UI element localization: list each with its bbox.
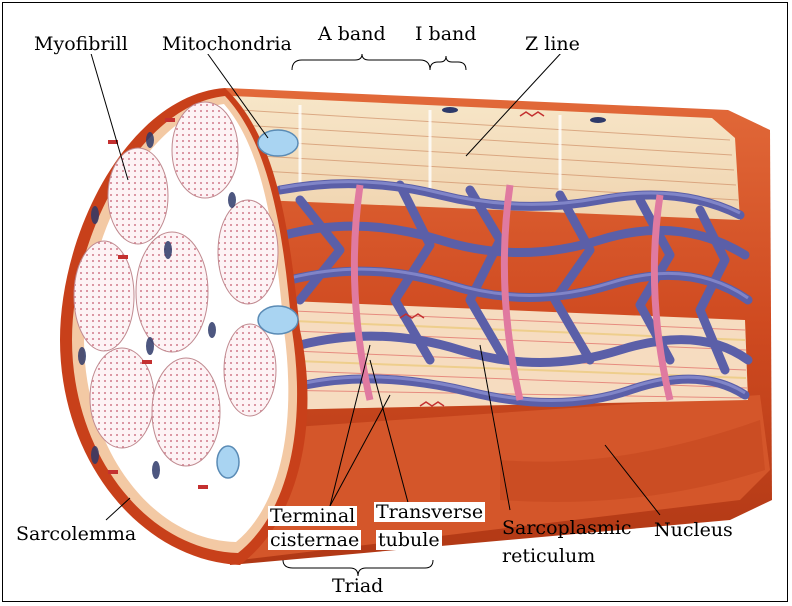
band-brackets xyxy=(292,54,466,70)
label-myofibril: Myofibrill xyxy=(32,34,130,54)
label-sarcoplasmic-reticulum-line2: reticulum xyxy=(500,546,597,566)
label-sarcolemma: Sarcolemma xyxy=(14,524,138,544)
label-transverse-tubule-line2: tubule xyxy=(376,530,442,550)
triad-bracket xyxy=(283,560,433,576)
label-nucleus: Nucleus xyxy=(652,520,735,540)
label-i-band: I band xyxy=(413,24,478,44)
label-transverse-tubule-line1: Transverse xyxy=(374,502,485,522)
label-terminal-cisternae-line1: Terminal xyxy=(268,506,357,526)
label-z-line: Z line xyxy=(523,34,582,54)
label-terminal-cisternae-line2: cisternae xyxy=(268,530,361,550)
label-triad: Triad xyxy=(330,576,385,596)
label-sarcoplasmic-reticulum-line1: Sarcoplasmic xyxy=(500,518,634,538)
label-mitochondria: Mitochondria xyxy=(160,34,294,54)
label-a-band: A band xyxy=(316,24,388,44)
